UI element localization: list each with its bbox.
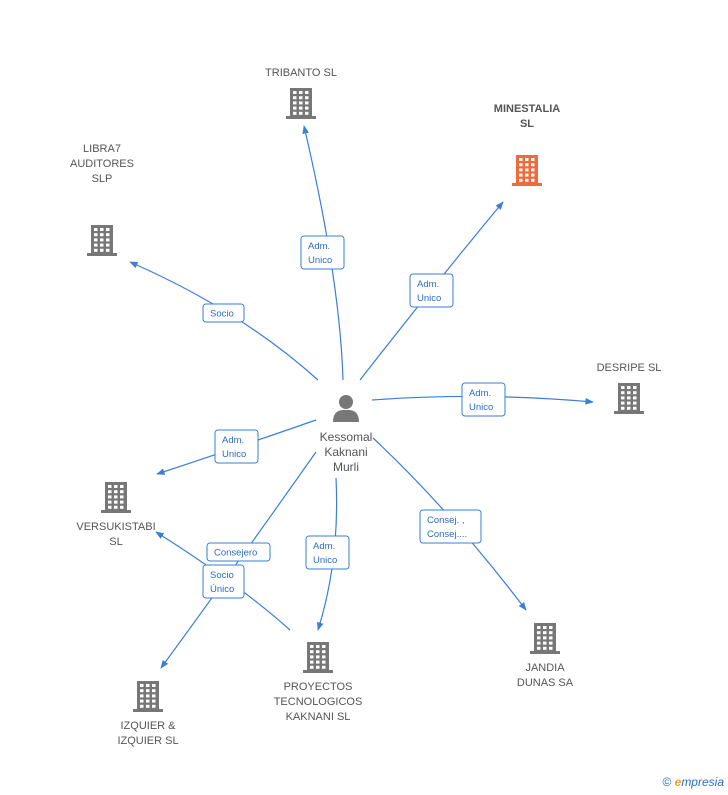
relation-label-text: Unico — [313, 555, 337, 566]
relation-label-text: Adm. — [417, 279, 439, 290]
building-icon — [87, 225, 117, 256]
company-name: TRIBANTO SL — [265, 67, 337, 79]
company-name: VERSUKISTABI — [76, 521, 155, 533]
company-node-proyectos[interactable]: PROYECTOS TECNOLOGICOS KAKNANI SL — [274, 681, 363, 723]
company-name: JANDIA — [525, 662, 565, 674]
person-icon — [333, 395, 359, 422]
building-icon — [512, 155, 542, 186]
company-name: SLP — [92, 173, 113, 185]
building-icon — [286, 88, 316, 119]
relation-label-text: Adm. — [469, 388, 491, 399]
company-name: TECNOLOGICOS — [274, 696, 363, 708]
relation-label-text: Consej. , — [427, 515, 465, 526]
relation-label-text: Consej.... — [427, 529, 467, 540]
building-icon — [530, 623, 560, 654]
relation-label-text: Socio — [210, 309, 234, 320]
relation-label-versukistabi[interactable]: Adm. Unico — [214, 429, 259, 464]
company-name: SL — [520, 118, 534, 130]
company-name: SL — [109, 536, 122, 548]
company-name: IZQUIER SL — [117, 735, 178, 747]
company-name: PROYECTOS — [284, 681, 353, 693]
relation-label-text: Adm. — [313, 541, 335, 552]
relation-label-minestalia[interactable]: Adm. Unico — [409, 273, 454, 308]
relation-label-text: Unico — [417, 293, 441, 304]
building-icon — [101, 482, 131, 513]
relation-label-desripe[interactable]: Adm. Unico — [461, 382, 506, 417]
building-icon — [303, 642, 333, 673]
company-node-minestalia[interactable]: MINESTALIA SL — [494, 103, 560, 130]
company-name: AUDITORES — [70, 158, 134, 170]
relation-label-text: Único — [210, 584, 234, 595]
company-name: KAKNANI SL — [286, 711, 351, 723]
relation-label-jandia[interactable]: Consej. , Consej.... — [419, 509, 482, 544]
person-name: Kaknani — [324, 445, 367, 459]
relation-label-text: Consejero — [214, 548, 257, 559]
building-icon — [133, 681, 163, 712]
empresia-watermark: © empresia — [662, 775, 724, 789]
building-icon — [614, 383, 644, 414]
company-name: LIBRA7 — [83, 143, 121, 155]
person-name: Kessomal — [320, 430, 373, 444]
relation-label-tribanto[interactable]: Adm. Unico — [300, 235, 345, 270]
relation-label-text: Socio — [210, 570, 234, 581]
company-name: DESRIPE SL — [597, 362, 662, 374]
company-name: MINESTALIA — [494, 103, 560, 115]
relation-label-text: Adm. — [308, 241, 330, 252]
relation-label-text: Unico — [308, 255, 332, 266]
company-node-tribanto[interactable]: TRIBANTO SL — [265, 67, 337, 79]
relation-label-libra7[interactable]: Socio — [202, 303, 245, 323]
company-node-izquier[interactable]: IZQUIER & IZQUIER SL — [117, 720, 178, 747]
company-node-jandia[interactable]: JANDIA DUNAS SA — [517, 662, 574, 689]
copyright-symbol: © — [662, 775, 672, 789]
relation-label-proyectos[interactable]: Adm. Unico — [305, 535, 350, 570]
relation-label-izquier[interactable]: Consejero — [206, 542, 271, 562]
relation-label-text: Adm. — [222, 435, 244, 446]
company-name: DUNAS SA — [517, 677, 574, 689]
person-name: Murli — [333, 460, 359, 474]
company-name: IZQUIER & — [120, 720, 176, 732]
brand-name: mpresia — [681, 775, 724, 789]
relation-label-text: Unico — [222, 449, 246, 460]
company-node-desripe[interactable]: DESRIPE SL — [597, 362, 662, 374]
relation-label-text: Unico — [469, 402, 493, 413]
company-node-versukistabi[interactable]: VERSUKISTABI SL — [76, 521, 155, 548]
brand-initial: e — [674, 775, 682, 789]
